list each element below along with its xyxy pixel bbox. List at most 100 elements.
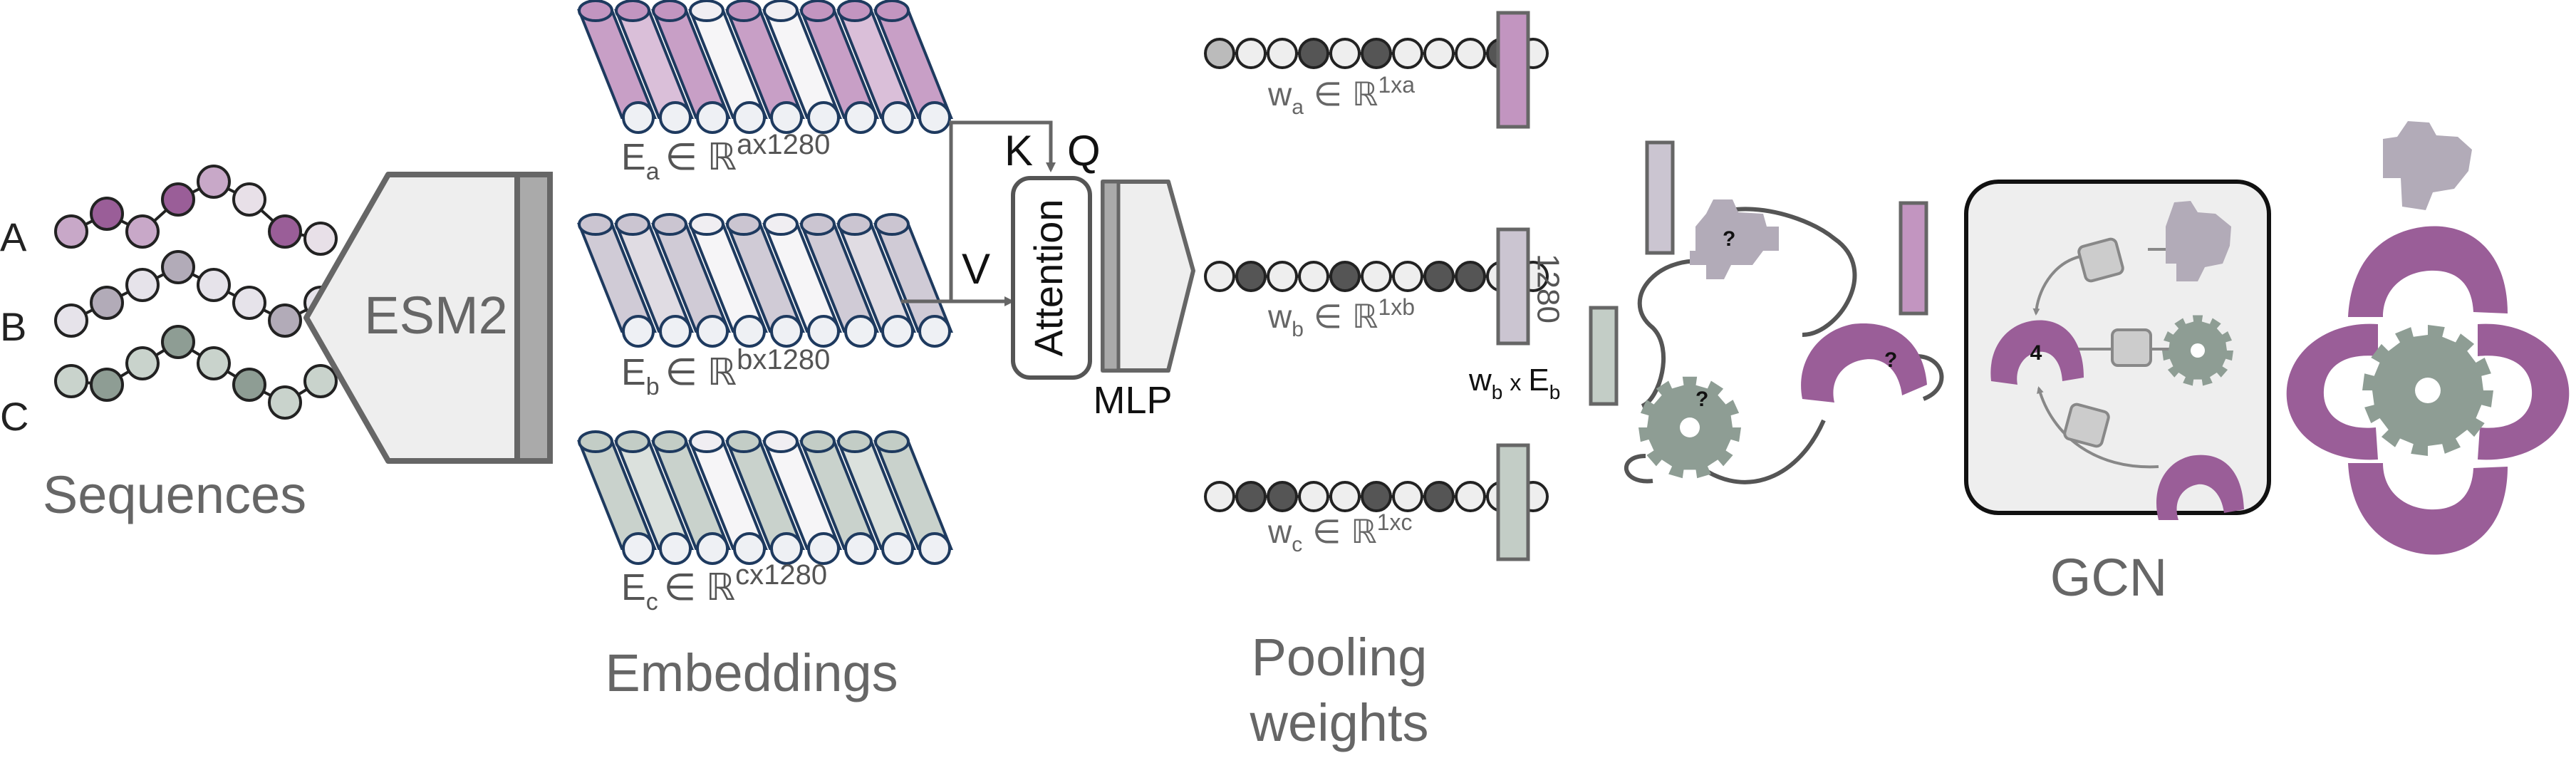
embedding-rod-end [844, 315, 877, 348]
embedding-rod-cap [800, 0, 836, 22]
embeddings-section: Ea∈ℝax1280 Eb∈ℝbx1280 Ec∈ℝcx1280 Embeddi… [577, 0, 953, 702]
gcn-label: GCN [2050, 548, 2167, 607]
pooling-bead [1235, 481, 1267, 512]
embedding-rod-cap [763, 213, 799, 236]
embedding-rod-cap [726, 0, 762, 22]
embedding-rod-cap [652, 213, 687, 236]
pooling-bead [1392, 38, 1423, 69]
protein-gray-icon [1690, 199, 1779, 279]
pooling-bead [1423, 261, 1455, 292]
gcn-message-node-top [2077, 237, 2124, 283]
gcn-target-protein-icon [1990, 320, 2084, 385]
sequence-residue [268, 385, 302, 420]
unknown-marker-gray: ? [1723, 227, 1735, 251]
embedding-rod-end [770, 315, 803, 348]
embedding-rod-end [844, 532, 877, 565]
pooling-bead [1204, 38, 1235, 69]
sequence-residue [303, 222, 338, 256]
embedding-rod-cap [726, 430, 762, 453]
pooling-bead [1235, 38, 1267, 69]
embedding-rod-cap [652, 0, 687, 22]
pooling-bead [1267, 261, 1298, 292]
sequence-residue [197, 268, 231, 302]
complex-purple-protein-left-icon [2286, 323, 2378, 460]
mlp-bar [1101, 180, 1121, 373]
gcn-section: 4 GCN [1964, 180, 2271, 607]
pooling-weight-a: wa∈ℝ1xa [1267, 72, 1415, 119]
pooling-bead [1235, 261, 1267, 292]
sequences-caption: Sequences [43, 465, 306, 524]
protein-purple-icon [1801, 323, 1927, 403]
sequence-residue [125, 268, 160, 302]
embedding-rod-cap [837, 430, 873, 453]
embedding-rod-cap [837, 213, 873, 236]
sequence-residue [268, 214, 302, 249]
pooling-bead [1361, 38, 1392, 69]
embedding-rod-end [807, 532, 840, 565]
sequence-residue [90, 368, 124, 402]
gear-hole [2415, 378, 2441, 403]
sequence-residue [90, 197, 124, 231]
graph-bar-purple [1899, 201, 1928, 316]
pooling-bead [1455, 38, 1486, 69]
attention-q-label: Q [1067, 127, 1101, 175]
embedding-rod-end [918, 101, 951, 134]
embedding-rod-end [696, 532, 729, 565]
gcn-protein-purple-icon [2156, 455, 2244, 520]
embedding-rod-end [659, 101, 692, 134]
sequence-residue [268, 303, 302, 338]
pooling-bead [1298, 481, 1329, 512]
sequence-residue [232, 182, 266, 217]
pooling-dim-label: 1280 [1530, 254, 1565, 323]
unknown-marker-green: ? [1695, 388, 1708, 411]
embedding-rod-cap [689, 0, 724, 22]
embedding-rod-end [881, 101, 914, 134]
graph-edge [1916, 354, 1944, 401]
embedding-rod-end [659, 532, 692, 565]
embedding-rod-end [659, 315, 692, 348]
sequence-residue [232, 368, 266, 402]
sequence-residue [161, 250, 195, 284]
gear-hole [1680, 417, 1700, 437]
pooling-bead [1329, 481, 1361, 512]
embeddings-caption: Embeddings [605, 643, 898, 702]
embedding-rod-cap [763, 430, 799, 453]
sequence-residue [197, 346, 231, 380]
embedding-rods-b [577, 213, 953, 348]
pooling-bead [1329, 261, 1361, 292]
embedding-rod-end [770, 532, 803, 565]
attention-label: Attention [1026, 199, 1071, 356]
embedding-rod-end [696, 315, 729, 348]
embedding-b-formula: Eb∈ℝbx1280 [621, 344, 830, 400]
complex-purple-protein-right-icon [2478, 323, 2570, 460]
pooling-bead [1392, 481, 1423, 512]
pooling-bead [1392, 261, 1423, 292]
embedding-rod-end [881, 315, 914, 348]
embedding-rod-cap [615, 213, 650, 236]
esm2-output-bar [514, 172, 553, 464]
embedding-rods-a [577, 0, 953, 134]
pooling-bead [1361, 481, 1392, 512]
pooling-bead [1298, 261, 1329, 292]
gcn-protein-green-icon [2162, 315, 2233, 386]
mlp-label: MLP [1093, 379, 1172, 422]
attention-block [1011, 176, 1092, 380]
embedding-rod-end [918, 532, 951, 565]
embedding-rod-cap [615, 430, 650, 453]
gcn-protein-gray-icon [2166, 201, 2231, 281]
pooling-bead [1423, 38, 1455, 69]
gcn-message-node-mid [2111, 328, 2152, 367]
sequence-residue [303, 364, 338, 398]
pooling-bead [1298, 38, 1329, 69]
embedding-rod-cap [874, 0, 910, 22]
embedding-rod-cap [726, 213, 762, 236]
embedding-rod-cap [652, 430, 687, 453]
embedding-rods-c [577, 430, 953, 565]
embedding-rod-end [696, 101, 729, 134]
pooled-bar-a [1496, 11, 1530, 129]
sequence-residue [197, 165, 231, 199]
embedding-rod-cap [578, 430, 613, 453]
pooling-caption-line2: weights [1250, 693, 1429, 752]
embedding-c-formula: Ec∈ℝcx1280 [621, 559, 827, 616]
